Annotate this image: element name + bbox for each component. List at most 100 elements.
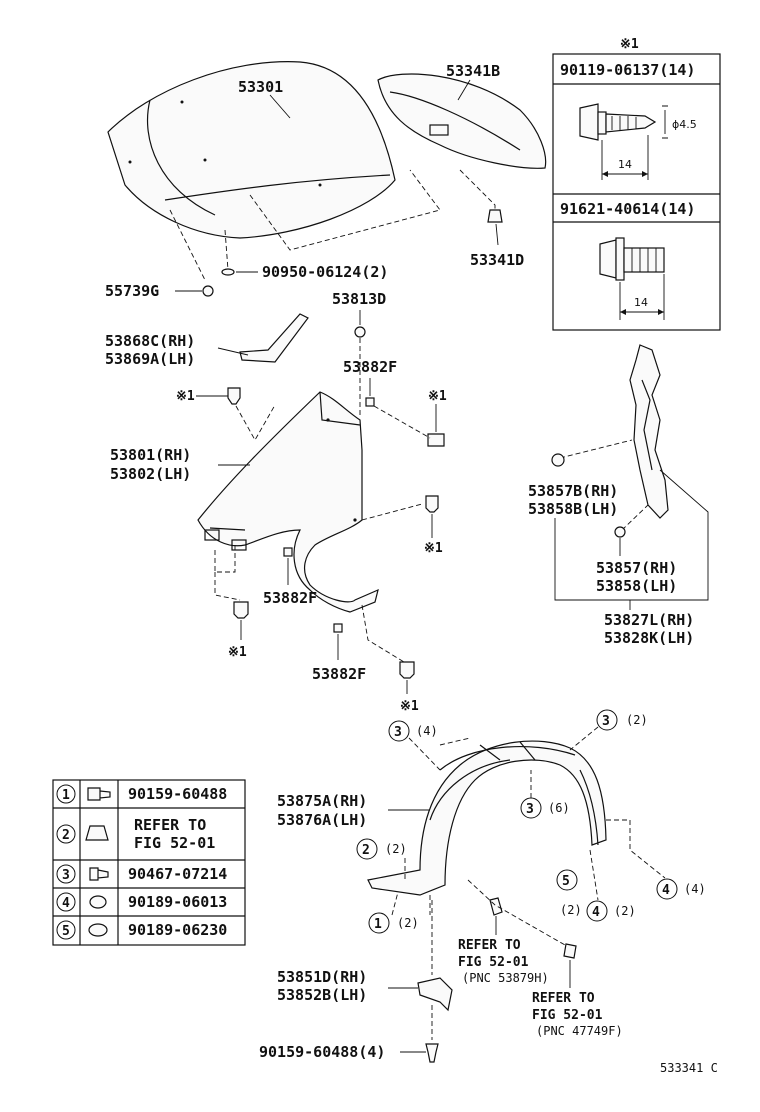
legend-row-3: 3 90467-07214 [56,864,227,884]
clip-f2-icon[interactable] [283,547,293,557]
label-bracket-lh: 53828K(LH) [604,629,694,647]
splash-shield[interactable] [417,977,453,1012]
callout-3a [388,720,410,742]
label-liner-rh: 53875A(RH) [277,792,367,810]
callout-5-num: 5 [562,874,570,889]
legend-5-part: 90189-06230 [128,921,227,939]
legend-row-1: 1 90159-60488 [56,784,227,804]
fender-trim[interactable] [239,313,309,363]
label-grommet: 90950-06124(2) [262,263,388,281]
label-trim-lh: 53869A(LH) [105,350,195,368]
bolt-icon-1[interactable] [227,387,241,405]
legend-3-part: 90467-07214 [128,865,227,883]
callout-1 [368,912,390,934]
spec-bolt2-length: 14 [634,296,648,309]
label-liner-lh: 53876A(LH) [277,811,367,829]
bumper-stop-icon[interactable] [202,285,214,297]
ref1-line3: (PNC 53879H) [462,971,549,985]
legend-1-num: 1 [62,788,70,803]
bolt-icon-2[interactable] [427,433,445,447]
label-trim-rh: 53868C(RH) [105,332,195,350]
legend-4-num: 4 [62,896,70,911]
callout-5-qty: (2) [560,903,582,917]
note-star-4: ※1 [228,645,247,660]
label-seal-lh: 53858B(LH) [528,500,618,518]
bolt-icon-5[interactable] [399,661,415,679]
ref1-line2: FIG 52-01 [458,955,529,970]
clip-f1-icon[interactable] [365,397,375,407]
fastener-legend [52,779,246,946]
legend-bolt-icon [87,787,111,801]
legend-row-2: 2 REFER TO FIG 52-01 [56,816,215,852]
label-hood-clip: 53341D [470,251,524,269]
label-hood-seal: 53341B [446,62,500,80]
ref2-line2: FIG 52-01 [532,1008,603,1023]
liner-clip-icon[interactable] [489,897,503,916]
callout-3b-num: 3 [602,714,610,729]
hood-clip[interactable] [487,209,503,223]
callout-4b-num: 4 [662,883,670,898]
fender-liner[interactable] [367,740,607,896]
legend-4-part: 90189-06013 [128,893,227,911]
figure-code: 533341 C [660,1061,718,1075]
legend-1-part: 90159-60488 [128,785,227,803]
legend-5-num: 5 [62,924,70,939]
ref2-line3: (PNC 47749F) [536,1024,623,1038]
legend-row-5: 5 90189-06230 [56,920,227,940]
liner-screw-icon[interactable] [563,943,577,959]
spec-box [552,53,721,331]
callout-4b [656,878,678,900]
bolt-icon-4[interactable] [233,601,249,619]
spec-bolt1-length: 14 [618,158,632,171]
label-bottom-bolt: 90159-60488(4) [259,1043,385,1061]
legend-3-num: 3 [62,868,70,883]
label-fender-lh: 53802(LH) [110,465,191,483]
seal2-icon[interactable] [614,526,626,538]
callout-4a [586,900,608,922]
ref1-line1: REFER TO [458,938,521,953]
spec-bolt2-icon [599,237,665,320]
label-fender-rh: 53801(RH) [110,446,191,464]
callout-4b-qty: (4) [684,882,706,896]
label-seal2-lh: 53858(LH) [596,577,677,595]
callout-3c-num: 3 [526,802,534,817]
hood-seal[interactable] [377,73,547,169]
callout-4a-num: 4 [592,905,600,920]
label-clip-f3: 53882F [312,665,366,683]
callout-3b-qty: (2) [626,713,648,727]
grommet-icon[interactable] [221,268,235,276]
leader-hood-seal [457,79,471,101]
callout-3c-qty: (6) [548,801,570,815]
bolt-icon-3[interactable] [425,495,439,513]
clip-f3-icon[interactable] [333,623,343,633]
legend-row-4: 4 90189-06013 [56,892,227,912]
front-fender[interactable] [197,391,379,613]
callout-5 [556,869,578,891]
bottom-bolt-icon[interactable] [425,1043,439,1063]
callout-2-qty: (2) [385,842,407,856]
label-shield-lh: 53852B(LH) [277,986,367,1004]
fender-bracket[interactable] [629,344,669,519]
seal-icon[interactable] [551,453,565,467]
stud-icon[interactable] [354,326,366,338]
label-shield-rh: 53851D(RH) [277,968,367,986]
spec-bolt1-diameter: ϕ4.5 [672,118,697,131]
legend-nut-icon [89,895,107,909]
legend-2-num: 2 [62,828,70,843]
spec-bolt2-number: 91621-40614(14) [560,200,695,218]
spec-bolt1-icon [579,103,668,180]
legend-2-line2: FIG 52-01 [134,834,215,852]
spec-bolt1-number: 90119-06137(14) [560,61,695,79]
label-stud: 53813D [332,290,386,308]
hood-panel[interactable] [107,61,396,239]
note-star-1: ※1 [176,389,195,404]
label-clip-f2: 53882F [263,589,317,607]
label-clip-f1: 53882F [343,358,397,376]
callout-3a-num: 3 [394,725,402,740]
callout-1-qty: (2) [397,916,419,930]
label-bracket-rh: 53827L(RH) [604,611,694,629]
label-seal-rh: 53857B(RH) [528,482,618,500]
spec-header: ※1 [620,37,639,52]
note-star-5: ※1 [400,699,419,714]
